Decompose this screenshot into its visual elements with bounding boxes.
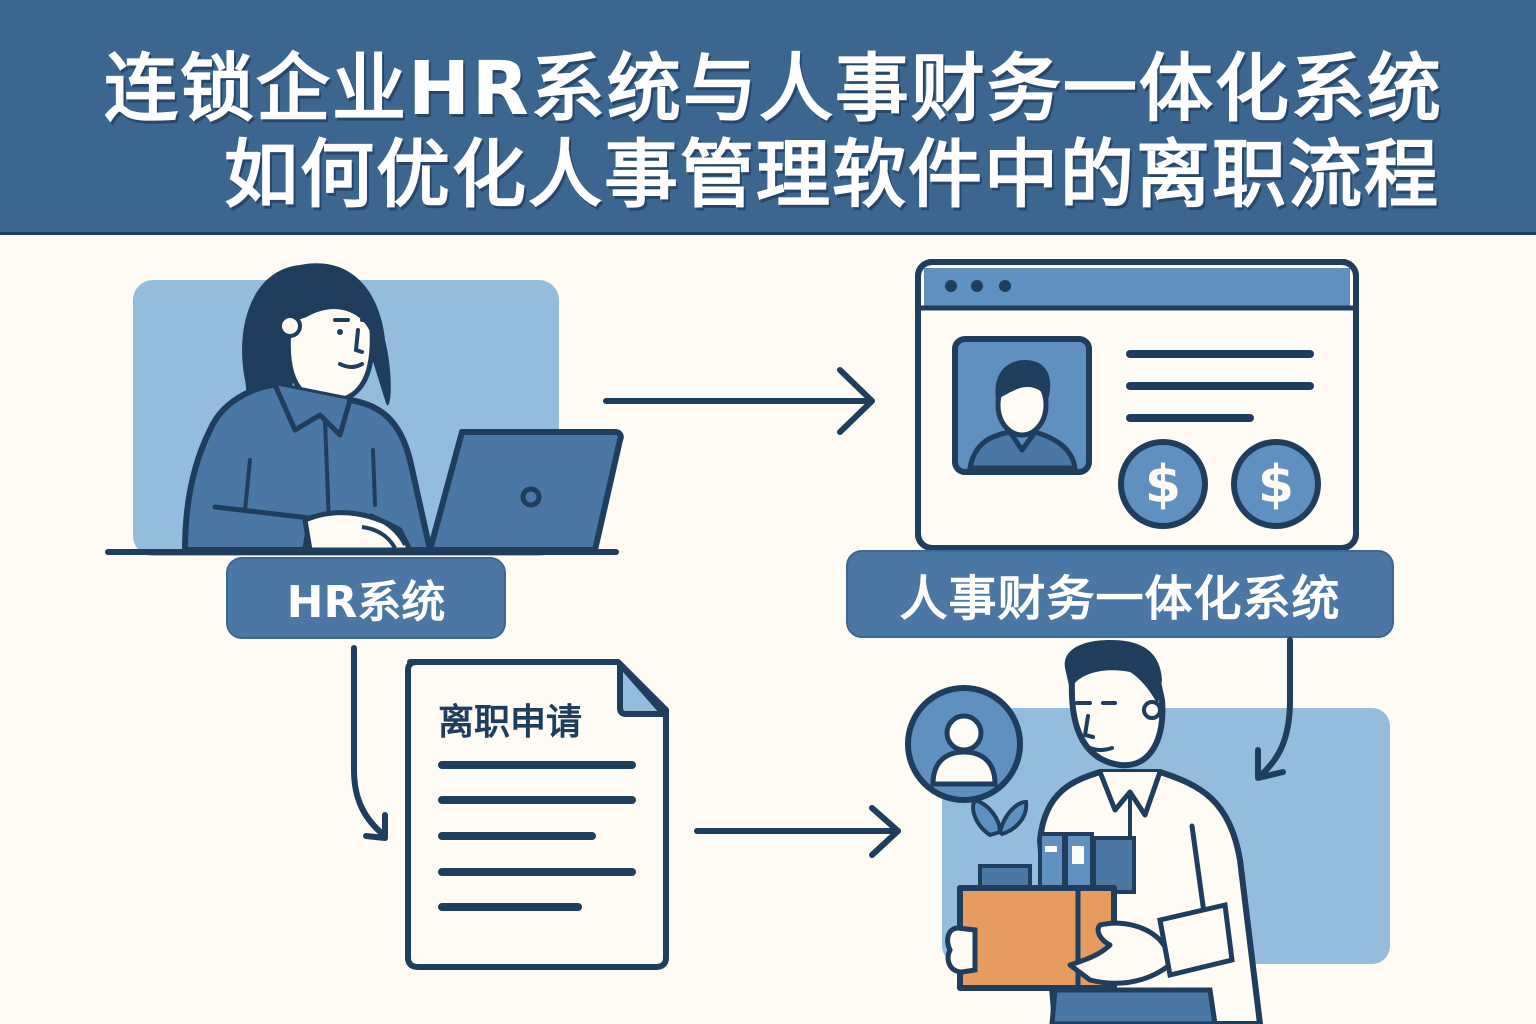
title-line-1: 连锁企业HR系统与人事财务一体化系统: [104, 46, 1443, 132]
resignation-form-title: 离职申请: [438, 702, 583, 743]
arrow-right-icon: [694, 805, 901, 858]
window-dot-icon: [971, 280, 983, 292]
svg-text:$: $: [1145, 455, 1181, 515]
window-dot-icon: [999, 280, 1011, 292]
integrated-system-label: 人事财务一体化系统: [846, 550, 1394, 638]
hr-system-label: HR系统: [226, 557, 506, 639]
title-banner: 连锁企业HR系统与人事财务一体化系统 如何优化人事管理软件中的离职流程: [0, 0, 1536, 235]
svg-text:$: $: [1258, 455, 1294, 515]
dollar-coin-icon: $: [1118, 439, 1208, 529]
dollar-coin-icon: $: [1231, 439, 1321, 529]
user-profile-icon: [905, 685, 1023, 803]
arrow-down-curved-icon: [351, 645, 388, 841]
arrow-right-icon: [603, 367, 875, 435]
arrow-down-curved-icon: [1255, 637, 1293, 781]
title-line-2: 如何优化人事管理软件中的离职流程: [224, 132, 1440, 218]
window-dot-icon: [945, 280, 957, 292]
